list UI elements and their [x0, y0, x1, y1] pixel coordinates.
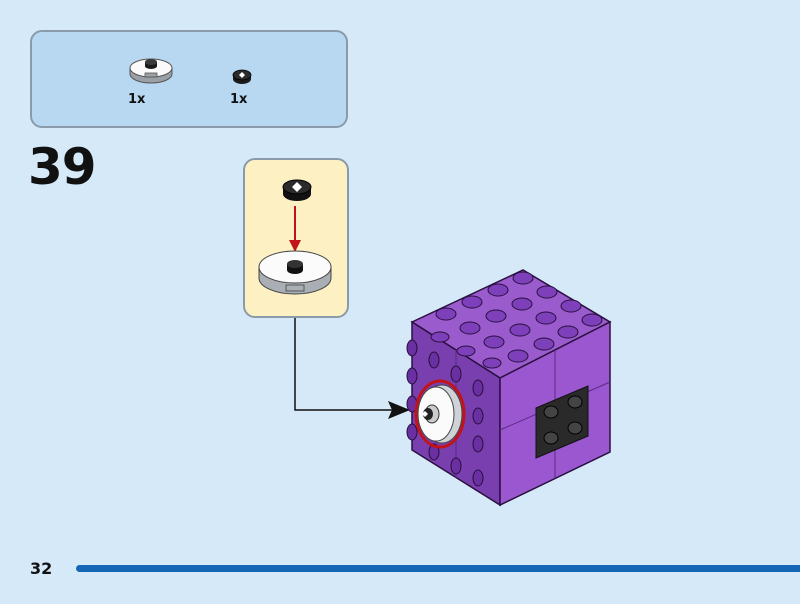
page-number: 32 [30, 559, 53, 578]
callout-round-tile-2x2 [258, 250, 332, 295]
round-tile-2x2-white-icon [126, 54, 176, 88]
round-tile-1x1-black-icon [231, 68, 253, 86]
parts-list-box: 1x 1x [30, 30, 348, 128]
black-plate [535, 385, 589, 459]
part-quantity: 1x [128, 92, 146, 107]
cube-model [406, 269, 612, 507]
footer-bar [76, 565, 800, 572]
step-number: 39 [28, 138, 97, 196]
connector-arrow-icon [294, 318, 410, 419]
assembly-arrow-icon [289, 206, 301, 252]
part-quantity: 1x [230, 92, 248, 107]
callout-tile-1x1 [282, 179, 312, 201]
placed-round-tile-highlight [414, 379, 466, 449]
